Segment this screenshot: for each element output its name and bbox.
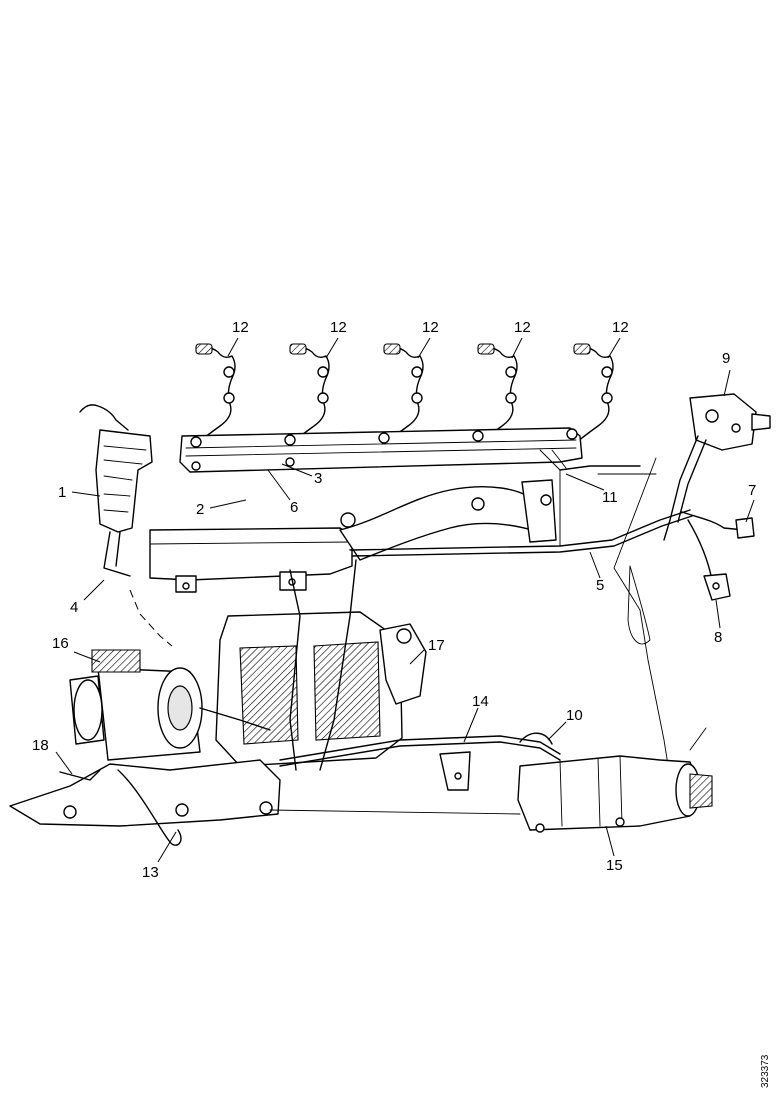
leader-lines: [55, 337, 755, 863]
callout-14: 14: [472, 693, 489, 710]
exhaust-manifold: [9, 759, 521, 846]
callout-2: 2: [196, 501, 204, 518]
intake-manifold: [149, 527, 353, 593]
lower-harness: [279, 732, 561, 791]
callout-12-c: 12: [422, 319, 439, 336]
callout-7: 7: [748, 482, 756, 499]
injector-connector-1: [193, 343, 236, 447]
callout-3: 3: [314, 470, 322, 487]
injector-connector-2: [287, 343, 330, 447]
callout-18: 18: [32, 737, 49, 754]
callout-15: 15: [606, 857, 623, 874]
reference-code: 323373: [760, 1054, 771, 1088]
callout-8: 8: [714, 629, 722, 646]
callout-11: 11: [602, 489, 618, 506]
callout-10: 10: [566, 707, 583, 724]
starter-motor: [517, 755, 713, 833]
main-harness: [349, 449, 693, 557]
injector-connector-5: [571, 343, 614, 447]
callout-17: 17: [428, 637, 445, 654]
engine-control-unit: [215, 559, 427, 771]
callout-12-e: 12: [612, 319, 629, 336]
turbocharger: [69, 649, 271, 761]
right-sensor-housing: [663, 393, 771, 541]
reference-lines: [129, 457, 707, 791]
callout-12-d: 12: [514, 319, 531, 336]
callout-9: 9: [722, 350, 730, 367]
callout-12-b: 12: [330, 319, 347, 336]
callout-16: 16: [52, 635, 69, 652]
injector-connector-3: [381, 343, 424, 447]
callouts: 12 12 12 12 12 9 1 2 3 6 11 7 4 5 8 16 1…: [32, 319, 756, 881]
injector-harness-rail: [179, 427, 583, 473]
right-pigtails: [681, 511, 755, 601]
callout-13: 13: [142, 864, 159, 881]
callout-5: 5: [596, 577, 604, 594]
air-pipe: [339, 479, 557, 561]
injector-connector-4: [475, 343, 518, 447]
injector-loops: [193, 343, 614, 447]
callout-4: 4: [70, 599, 78, 616]
left-connector-block: [79, 404, 153, 577]
callout-6: 6: [290, 499, 298, 516]
callout-12-a: 12: [232, 319, 249, 336]
callout-1: 1: [58, 484, 66, 501]
